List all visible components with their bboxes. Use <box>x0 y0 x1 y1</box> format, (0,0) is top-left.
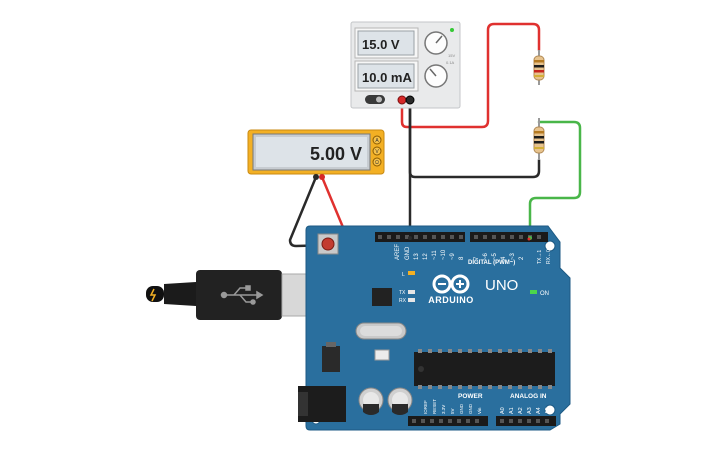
pin-label: A4 <box>536 407 542 414</box>
led-l-icon <box>408 271 415 275</box>
pin-label: 3.3V <box>441 405 446 414</box>
capacitor-1 <box>358 387 384 416</box>
resistor-bottom[interactable] <box>533 118 545 160</box>
svg-text:V: V <box>375 149 379 155</box>
pin-label: Vin <box>477 407 482 414</box>
atmega-microcontroller[interactable] <box>414 349 555 389</box>
supply-positive-terminal[interactable] <box>397 95 407 105</box>
power-header[interactable] <box>408 416 488 426</box>
wire-black-meter-probe[interactable] <box>288 175 372 248</box>
digital-header[interactable] <box>375 232 548 242</box>
pin-label: RESET <box>432 399 437 414</box>
power-pin-labels: IOREF RESET 3.3V 5V GND GND Vin <box>423 399 482 414</box>
pin-label: ~6 <box>483 252 489 260</box>
pin-label: GND <box>405 246 411 260</box>
multimeter-mode-buttons[interactable]: A V Ω <box>372 135 382 167</box>
pin-label: GND <box>459 403 464 414</box>
pin-label: 13 <box>414 253 420 260</box>
pin-label: 5V <box>450 408 455 414</box>
probe-positive-jack[interactable] <box>319 174 325 180</box>
pin-label: A2 <box>518 407 524 414</box>
pin-label: ~9 <box>450 252 456 260</box>
pin-label: 4 <box>501 256 507 260</box>
pin-label: 7 <box>474 256 480 260</box>
arduino-uno-board[interactable]: AREF GND 13 12 ~11 ~10 ~9 8 7 ~6 ~5 4 ~3… <box>298 225 571 431</box>
pin-label: 2 <box>519 256 525 260</box>
pin-label: A0 <box>500 407 506 414</box>
led-on-label: ON <box>540 291 549 297</box>
wire-black-supply-to-resistor[interactable] <box>408 98 541 179</box>
pin-label: TX→1 <box>537 250 543 264</box>
knob-label-c: 0.1A <box>446 60 455 65</box>
knob-label-v: 15V <box>448 53 455 58</box>
multimeter-display: 5.00 V <box>310 144 362 164</box>
arduino-model-text: UNO <box>485 277 518 294</box>
supply-negative-terminal[interactable] <box>405 95 415 105</box>
analog-section-label: ANALOG IN <box>510 393 547 400</box>
pin-label: A5 <box>545 407 551 414</box>
pin-label: A3 <box>527 407 533 414</box>
pin-label: 8 <box>459 256 465 260</box>
power-supply[interactable]: 15.0 V 10.0 mA 15V 0.1A <box>350 21 461 109</box>
wire-endpoints <box>408 236 532 241</box>
pin-label: ~5 <box>492 252 498 260</box>
pin-label: ~3 <box>510 252 516 260</box>
supply-current-display: 10.0 mA <box>362 70 412 85</box>
led-rx-icon <box>408 298 415 302</box>
pin-label: 12 <box>423 253 429 260</box>
led-l-label: L <box>402 272 405 278</box>
mode-ohm-button[interactable] <box>372 157 382 167</box>
pin-label: A1 <box>509 407 515 414</box>
pin-label: GND <box>468 403 473 414</box>
analog-pin-labels: A0 A1 A2 A3 A4 A5 <box>500 407 551 414</box>
usb-icon <box>220 285 264 305</box>
reset-button[interactable] <box>317 233 339 255</box>
probe-negative-jack[interactable] <box>313 174 319 180</box>
power-section-label: POWER <box>458 393 483 400</box>
digital-section-label: DIGITAL (PWM~) <box>468 260 515 266</box>
usb-interface-chip <box>372 288 392 306</box>
pin-label: RX←0 <box>546 249 552 264</box>
svg-text:Ω: Ω <box>375 160 379 166</box>
led-tx-icon <box>408 290 415 294</box>
resistor-top[interactable] <box>533 50 545 85</box>
multimeter[interactable]: 5.00 V A V Ω <box>247 129 385 180</box>
led-rx-label: RX <box>399 298 407 304</box>
wire-green-resistor-to-pin[interactable] <box>528 120 582 240</box>
digital-pin-labels: AREF GND 13 12 ~11 ~10 ~9 8 7 ~6 ~5 4 ~3… <box>395 244 552 264</box>
pin-label: ~10 <box>441 249 447 260</box>
dc-power-jack[interactable] <box>298 386 346 422</box>
infinity-logo-icon <box>432 274 470 294</box>
mode-volt-button[interactable] <box>372 146 382 156</box>
led-on-icon <box>530 290 537 294</box>
wire-red-supply-to-resistor[interactable] <box>400 22 541 129</box>
voltage-regulator <box>322 346 340 372</box>
usb-cable[interactable] <box>146 270 321 320</box>
cv-indicator-icon <box>450 28 454 32</box>
pin-label: ~11 <box>432 250 438 260</box>
svg-text:A: A <box>375 138 379 144</box>
mode-ampere-button[interactable] <box>372 135 382 145</box>
capacitor-2 <box>387 387 413 416</box>
supply-voltage-display: 15.0 V <box>362 37 400 52</box>
led-tx-label: TX <box>399 290 406 296</box>
pin-label: IOREF <box>423 400 428 414</box>
arduino-brand-text: ARDUINO <box>428 295 474 305</box>
analog-header[interactable] <box>496 416 556 426</box>
pin-label: AREF <box>395 244 401 260</box>
